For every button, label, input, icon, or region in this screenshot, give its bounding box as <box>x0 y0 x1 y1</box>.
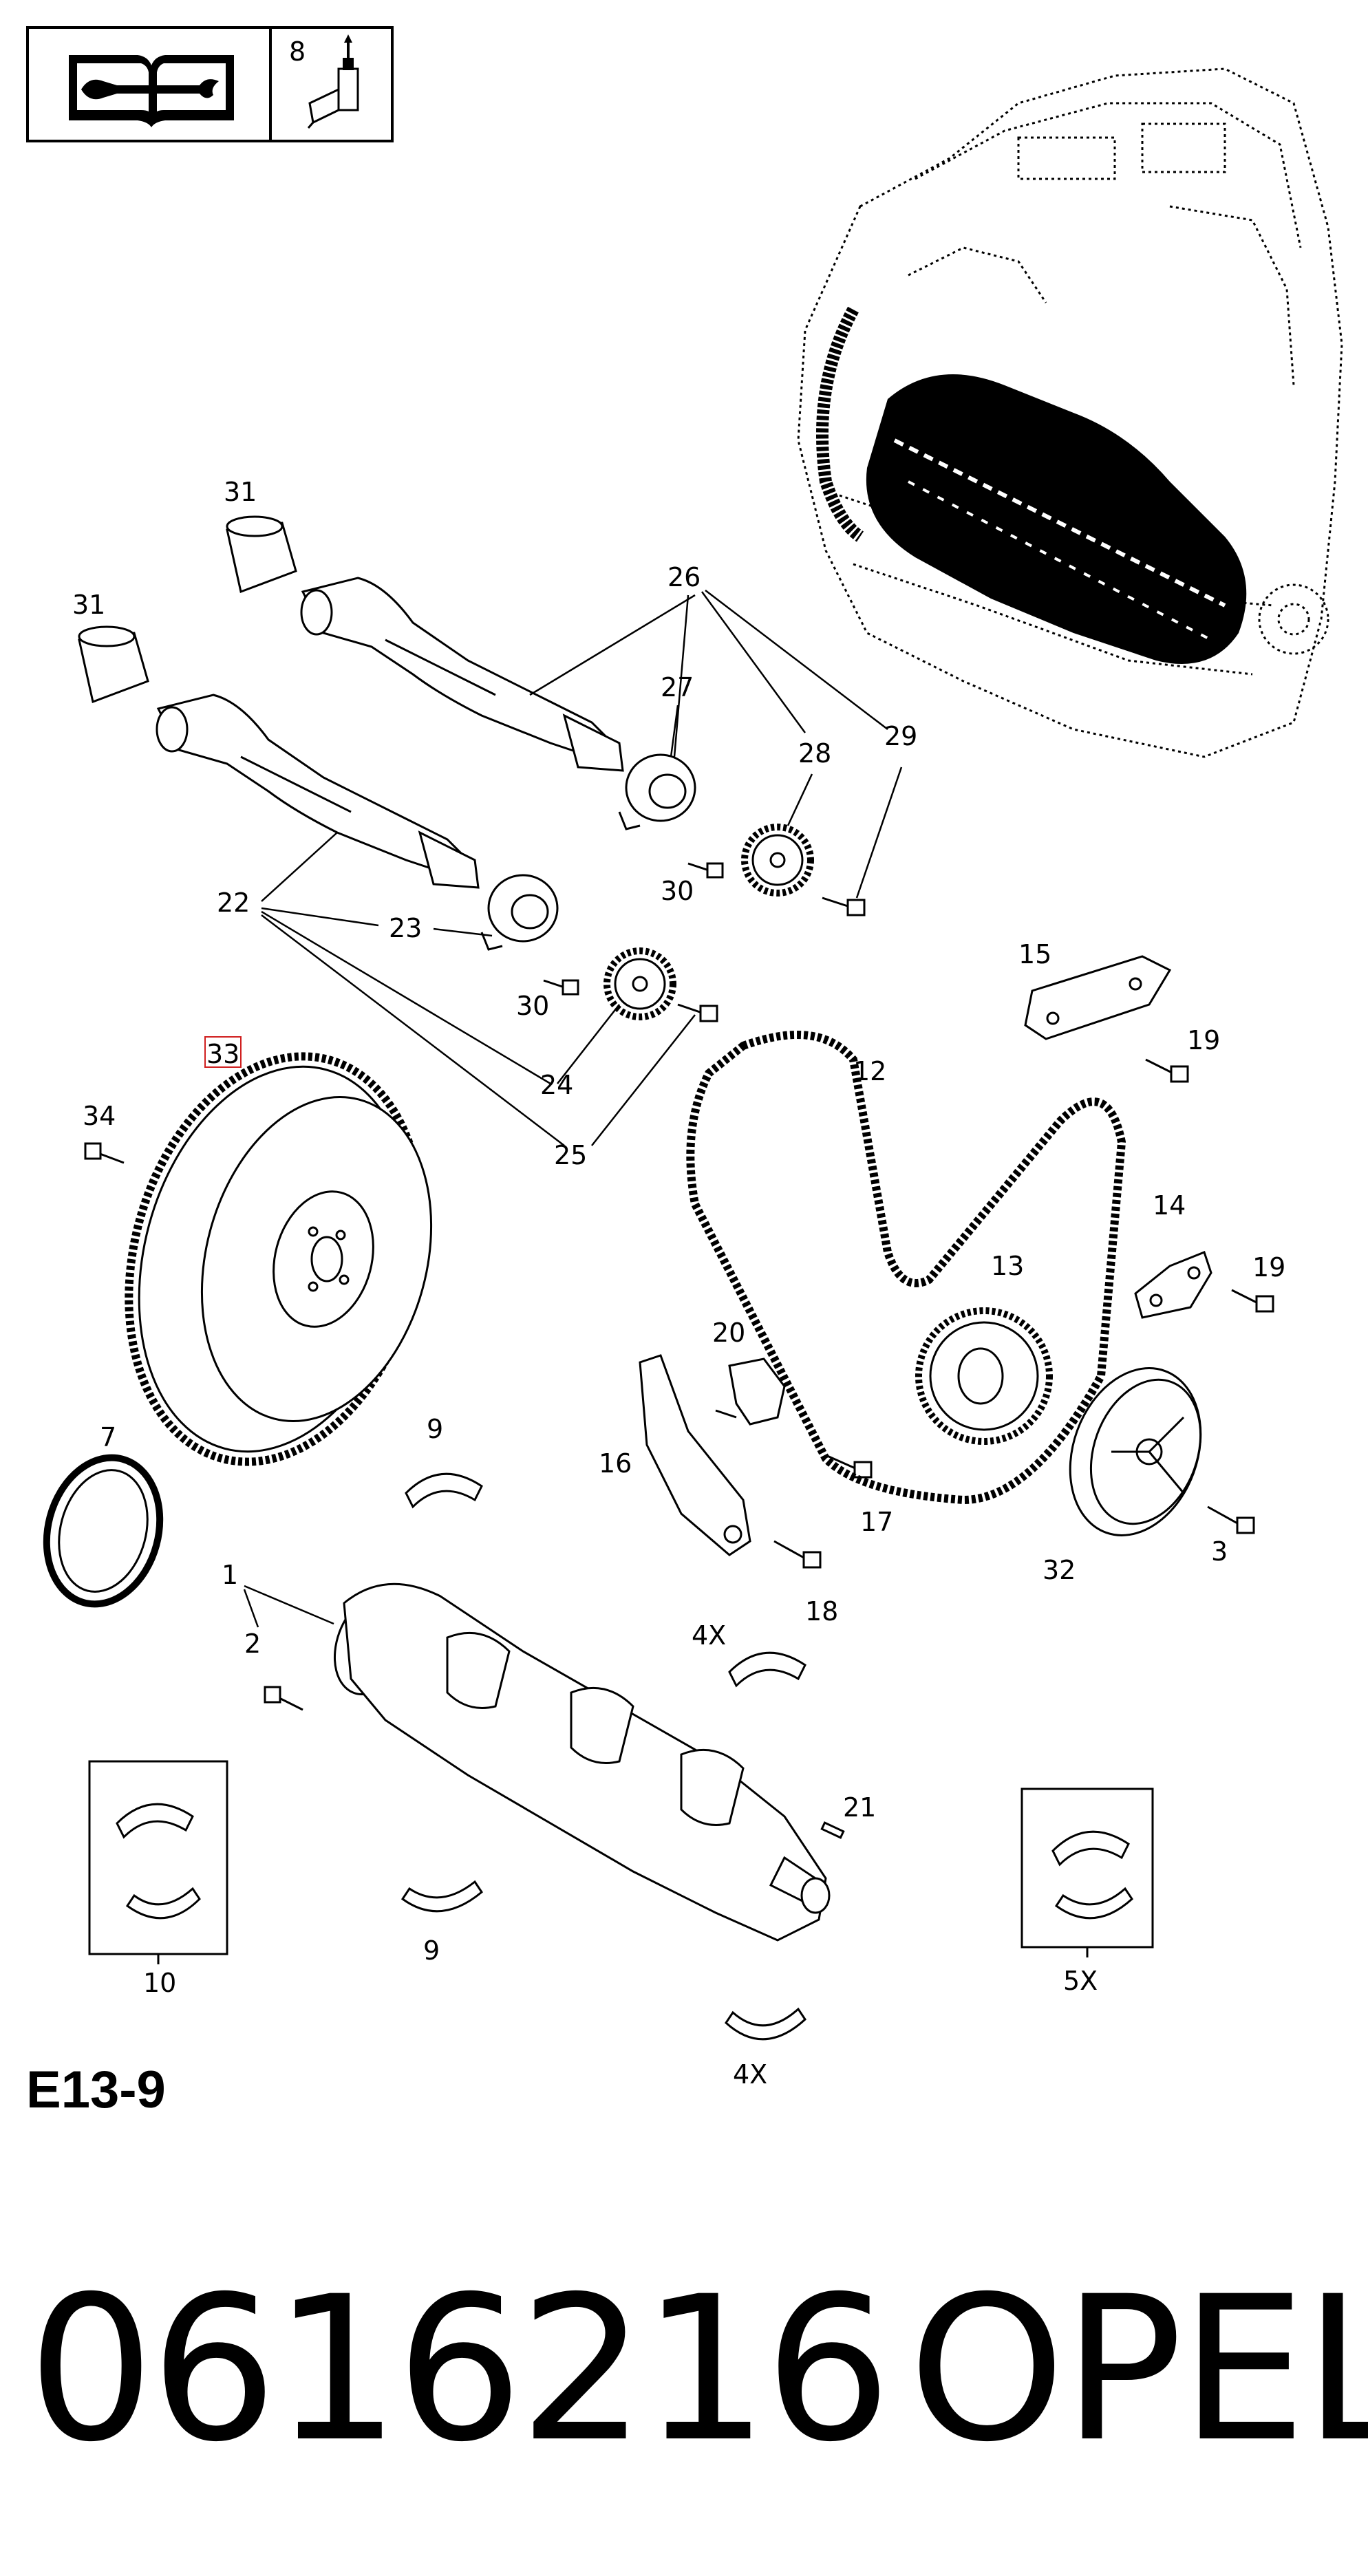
callout-17: 17 <box>860 1507 893 1537</box>
callout-31-upper: 31 <box>224 477 257 507</box>
callout-21: 21 <box>843 1792 876 1823</box>
callout-30-upper: 30 <box>661 876 694 906</box>
callout-5x: 5X <box>1063 1966 1098 1996</box>
bearing-shell-4x-upper <box>728 1651 806 1688</box>
chain-guide-16 <box>639 1354 751 1556</box>
bearing-shell-9-lower <box>400 1880 483 1913</box>
callout-labels: 31 31 26 27 28 29 30 22 23 30 15 19 33 2… <box>72 477 1285 2090</box>
header-icon-box: 8 <box>26 26 394 142</box>
bearing-housing-23 <box>480 874 559 951</box>
callout-4x-lower: 4X <box>733 2059 767 2090</box>
callout-29: 29 <box>884 721 917 751</box>
bolt-34 <box>84 1142 125 1164</box>
callout-34: 34 <box>83 1101 116 1131</box>
callout-14: 14 <box>1153 1190 1186 1221</box>
adhesive-number: 8 <box>289 36 306 67</box>
rear-main-seal <box>43 1454 164 1608</box>
callout-24: 24 <box>540 1070 573 1100</box>
brand-name: OPEL <box>908 2254 1368 2486</box>
bolt-2 <box>264 1686 303 1711</box>
flywheel <box>125 1052 433 1466</box>
bushing-31-upper <box>226 515 297 594</box>
part-number: 0616216 <box>28 2254 892 2486</box>
callout-9-lower: 9 <box>423 1935 440 1966</box>
crankshaft <box>333 1582 831 1942</box>
bolt-30-upper <box>687 862 724 879</box>
chain-tensioner-rail-14 <box>1134 1251 1212 1319</box>
callout-22: 22 <box>217 888 250 918</box>
callout-23: 23 <box>389 913 422 943</box>
bearing-housing-27 <box>618 753 696 830</box>
callout-30-lower: 30 <box>516 991 549 1021</box>
bolt-19-upper <box>1145 1058 1189 1083</box>
callout-19-lower: 19 <box>1252 1252 1285 1282</box>
chain-tensioner-20 <box>715 1357 786 1426</box>
callout-3: 3 <box>1211 1536 1228 1567</box>
sprocket-24 <box>603 947 676 1020</box>
callout-13: 13 <box>991 1251 1024 1281</box>
callout-1: 1 <box>222 1560 238 1590</box>
callout-10: 10 <box>143 1968 176 1998</box>
bolt-3 <box>1207 1505 1255 1534</box>
balance-shaft-upper <box>300 577 624 772</box>
crank-sprocket <box>915 1307 1053 1445</box>
callout-4x-upper: 4X <box>692 1620 726 1651</box>
callout-15: 15 <box>1018 939 1051 969</box>
sprocket-28 <box>741 824 814 897</box>
bearing-shell-4x-lower <box>725 2007 806 2041</box>
bolt-18 <box>773 1540 822 1569</box>
callout-28: 28 <box>798 738 831 769</box>
callout-19-upper: 19 <box>1187 1025 1220 1055</box>
callout-33: 33 <box>206 1039 239 1069</box>
callout-12: 12 <box>853 1056 886 1086</box>
adhesive-bottle-icon <box>307 34 359 129</box>
pin-21 <box>820 1821 845 1839</box>
callout-27: 27 <box>661 672 694 702</box>
leader-lines <box>243 590 903 1628</box>
engine-crankshaft-highlight <box>866 374 1247 664</box>
callout-31-lower: 31 <box>72 590 105 620</box>
bolt-17 <box>825 1454 873 1479</box>
callout-7: 7 <box>100 1422 116 1452</box>
balance-shaft-lower <box>156 694 480 889</box>
bolt-25 <box>677 1003 718 1022</box>
callout-2: 2 <box>244 1629 261 1659</box>
manual-book-wrench-icon <box>69 55 234 127</box>
bolt-19-lower <box>1231 1289 1274 1313</box>
chain-guide-15 <box>1024 955 1172 1040</box>
timing-chain <box>686 1031 1126 1505</box>
bearing-set-box-5x <box>1020 1788 1154 1957</box>
callout-26: 26 <box>667 562 701 592</box>
callout-20: 20 <box>712 1318 745 1348</box>
bushing-31-lower <box>78 625 149 704</box>
callout-18: 18 <box>805 1596 838 1627</box>
callout-32: 32 <box>1043 1555 1076 1585</box>
crankshaft-pulley <box>1069 1367 1202 1536</box>
diagram-reference-code: E13-9 <box>26 2061 166 2119</box>
callout-16: 16 <box>599 1448 632 1479</box>
callout-33-highlight-box <box>204 1036 242 1068</box>
bearing-shell-9-upper <box>405 1472 483 1509</box>
bolt-30-lower <box>543 979 579 996</box>
bearing-set-box-10 <box>88 1760 228 1964</box>
engine-flywheel-outline <box>816 306 864 542</box>
bolt-29 <box>822 897 866 916</box>
callout-9-upper: 9 <box>427 1414 443 1444</box>
callout-25: 25 <box>554 1140 587 1170</box>
